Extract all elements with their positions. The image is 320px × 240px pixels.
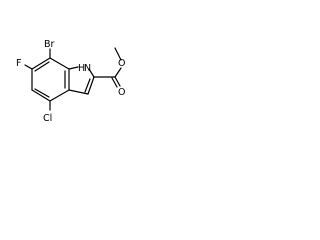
bond-c6-c7 (31, 57, 51, 70)
chemical-structure-diagram: Br F Cl H N O O (16, 39, 125, 124)
ester-oxygen-label: O (118, 58, 125, 69)
carbonyl-oxygen-label: O (118, 87, 125, 98)
bond-carbonyl-o (114, 76, 121, 87)
bond-c-o-ester (114, 67, 122, 78)
nitrogen-h-label: H (78, 63, 85, 74)
fluorine-label: F (16, 58, 21, 69)
bromine-label: Br (44, 39, 55, 50)
bond-o-methyl (114, 47, 122, 61)
chlorine-label: Cl (43, 113, 52, 124)
bond-c3a-c4 (49, 89, 70, 102)
bond-carbonyl-o-inner (111, 77, 118, 88)
bond-n1-c2 (88, 68, 95, 78)
bond-c7-c7a (49, 57, 70, 70)
bond-c4-c5-inner (34, 88, 50, 98)
bond-c6-c7-inner (34, 61, 50, 72)
bond-c4-c5 (31, 89, 51, 102)
bond-c7a-n1 (68, 66, 79, 70)
bond-c3-c3a (68, 89, 89, 95)
bond-c2-c3-inner (84, 78, 91, 93)
bond-c6-f (24, 64, 33, 70)
nitrogen-label: N (84, 63, 91, 74)
bond-c2-c3 (87, 76, 95, 95)
